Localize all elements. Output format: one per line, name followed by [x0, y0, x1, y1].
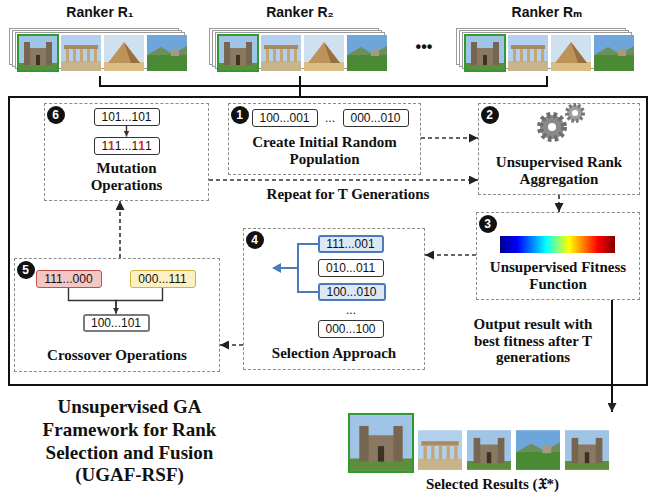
chromosome-text: 100...001 — [254, 111, 314, 125]
chromosome-chip: 111...001 — [318, 235, 384, 253]
step-number: 3 — [479, 215, 497, 233]
connector — [126, 126, 127, 137]
step-panel: Unsupervised Fitness Function 3 — [476, 212, 640, 300]
connector — [69, 288, 117, 314]
chromosome-chip: 100...101 — [83, 314, 150, 332]
step-circle-shape — [47, 106, 65, 124]
chromosome-chip: 000...010 — [343, 109, 409, 127]
ranker-heading: Ranker R₂ — [208, 4, 392, 21]
step-panel: Create Initial Random Population 1 100...0… — [228, 103, 421, 175]
step-title: Crossover Operations — [22, 347, 212, 364]
gear-icon — [540, 105, 583, 139]
edge-label: Output result with best fitness after T … — [462, 316, 604, 366]
connector — [220, 344, 243, 346]
gear-hub — [548, 123, 556, 131]
ellipsis-label: ... — [318, 109, 342, 127]
step-panel: Unsupervised Rank Aggregation 2 — [478, 103, 640, 195]
step-circle-shape — [479, 215, 497, 233]
gear — [567, 105, 583, 121]
step-title: Selection Approach — [249, 345, 419, 362]
edge-label: Repeat for T Generations — [228, 186, 468, 203]
step-number: 1 — [231, 106, 249, 124]
step-title: Unsupervised Fitness Function — [483, 259, 633, 292]
step-number-text: 4 — [246, 231, 264, 249]
step-number-text: 6 — [47, 106, 65, 124]
step-number: 4 — [246, 231, 264, 249]
result-image — [516, 430, 560, 470]
chromosome-chip: 101...101 — [94, 108, 160, 126]
connector — [421, 137, 478, 139]
chromosome-chip: 111...111 — [94, 137, 160, 155]
chromosome-text: 101...101 — [96, 110, 156, 124]
step-title: Create Initial Random Population — [235, 134, 415, 167]
connector — [209, 179, 478, 181]
step-title: Unsupervised Rank Aggregation — [484, 154, 634, 187]
result-image — [350, 415, 412, 471]
step-number-text: 2 — [481, 106, 499, 124]
results-box: Selected Results (𝔛*) — [345, 412, 640, 497]
chromosome-chip: 100...001 — [252, 109, 318, 127]
chromosome-text: 100...010 — [321, 285, 381, 299]
selection-bracket — [298, 244, 318, 292]
ranked-images — [10, 29, 188, 72]
chromosome-chip: 000...111 — [130, 270, 196, 288]
chromosome-text: 000...010 — [345, 111, 405, 125]
chromosome-chip: 100...010 — [318, 283, 386, 301]
ranker-group: Ranker R₁ — [8, 4, 192, 76]
ranked-images — [210, 29, 388, 72]
selection-arrowhead — [272, 263, 281, 273]
result-image — [467, 430, 511, 470]
step-circle-shape — [246, 231, 264, 249]
step-panel: Selection Approach 4 111...001 010...011 100… — [243, 228, 425, 370]
connector — [119, 201, 121, 258]
ellipsis-mark: ••• — [401, 38, 447, 56]
ranker-group: Ranker Rₘ — [455, 4, 639, 76]
step-number-text: 5 — [17, 261, 35, 279]
ranker-heading: Ranker Rₘ — [455, 4, 639, 21]
step-panel: Crossover Operations 5 111...000 000...111 1… — [14, 258, 220, 372]
chromosome-chip: 010...011 — [318, 259, 384, 277]
chromosome-text: 111...111 — [96, 139, 156, 153]
connector — [558, 195, 560, 212]
step-number: 6 — [47, 106, 65, 124]
connector — [116, 288, 163, 314]
chromosome-text: 000...111 — [133, 272, 191, 286]
gear — [540, 115, 564, 139]
step-number: 5 — [17, 261, 35, 279]
chromosome-text: 111...000 — [39, 272, 97, 286]
chromosome-chip: 000...100 — [318, 320, 384, 338]
chromosome-text: 111...001 — [321, 237, 379, 251]
step-number-text: 1 — [231, 106, 249, 124]
selection-arrow — [280, 267, 298, 269]
chromosome-text: 010...011 — [321, 261, 380, 275]
results-caption: Selected Results (𝔛*) — [345, 476, 640, 493]
step-number: 2 — [481, 106, 499, 124]
chromosome-chip: 111...000 — [36, 270, 102, 288]
ranker-heading: Ranker R₁ — [8, 4, 192, 21]
step-circle-shape — [17, 261, 35, 279]
gear-hub — [572, 110, 578, 116]
match-border — [349, 414, 413, 472]
result-image — [418, 430, 462, 470]
chromosome-text: 100...101 — [86, 316, 146, 330]
ranker-group: Ranker R₂ — [208, 4, 392, 76]
connector — [300, 76, 547, 96]
step-panel: Mutation Operations 6 101...101 111...111 — [44, 103, 209, 201]
result-image — [565, 430, 609, 470]
step-circle-shape — [481, 106, 499, 124]
ranked-images — [457, 29, 635, 72]
ellipsis-label: ... — [318, 303, 384, 317]
connector — [100, 76, 300, 96]
step-number-text: 3 — [479, 215, 497, 233]
chromosome-text: 000...100 — [320, 322, 380, 336]
connector — [611, 300, 613, 412]
framework-title: Unsupervised GA Framework for Rank Selec… — [12, 396, 247, 487]
step-circle-shape — [231, 106, 249, 124]
step-title: Mutation Operations — [72, 160, 182, 193]
connector — [425, 254, 476, 256]
fitness-colorbar — [500, 236, 615, 253]
